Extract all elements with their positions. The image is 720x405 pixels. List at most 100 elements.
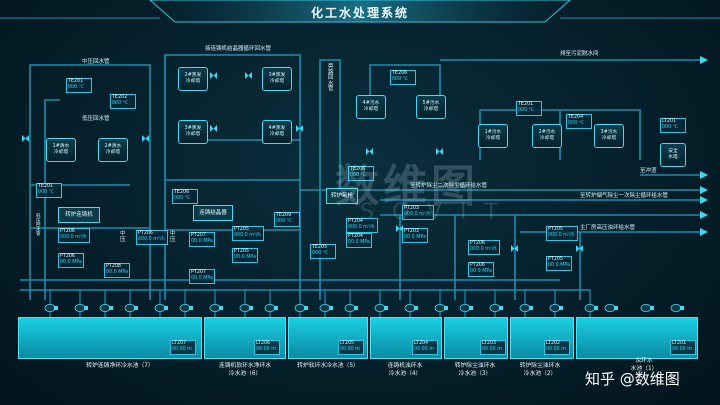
- cooling-tower-4[interactable]: 3#蒸发 冷却塔: [262, 67, 292, 91]
- cooling-tower-7[interactable]: 4#污水 冷却塔: [356, 95, 386, 119]
- pump-icon[interactable]: [519, 303, 533, 312]
- equipment-crystallizer[interactable]: 连铸结晶器: [193, 205, 233, 221]
- cooling-tower-9[interactable]: 1#污水 冷却塔: [478, 124, 508, 148]
- pump-icon[interactable]: [670, 303, 684, 312]
- pump-icon[interactable]: [44, 303, 58, 312]
- cooling-tower-1[interactable]: 1#清水 冷却塔: [46, 138, 76, 162]
- cooling-tower-11[interactable]: 3#污水 冷却塔: [594, 124, 624, 148]
- safety-water-tower[interactable]: 安全 水塔: [660, 143, 686, 167]
- valve-icon[interactable]: [436, 148, 443, 155]
- basin-name-1: 浊环水 水池（1）: [630, 358, 658, 372]
- basin-name-5: 转炉软环水冷水池（5）: [297, 363, 359, 369]
- pipe-label-main-plant: 主厂房高压浊环给水管: [580, 225, 636, 231]
- pipe-label-mid-right: 中压: [170, 231, 176, 243]
- pipe-label-low-left: 低压回水管: [36, 214, 41, 237]
- pump-icon[interactable]: [604, 303, 618, 312]
- pipe-label-sewage: 排至污泥脱水间: [560, 51, 599, 57]
- valve-icon[interactable]: [576, 245, 583, 252]
- pump-icon[interactable]: [434, 303, 448, 312]
- watermark-sub: SOVIT: [360, 200, 516, 225]
- pump-icon[interactable]: [374, 303, 388, 312]
- cooling-tower-3[interactable]: 2#蒸发 冷却塔: [178, 67, 208, 91]
- valve-icon[interactable]: [296, 125, 303, 132]
- pump-icon[interactable]: [489, 303, 503, 312]
- pump-icon[interactable]: [179, 303, 193, 312]
- basin-6[interactable]: [204, 317, 286, 359]
- valve-icon[interactable]: [366, 148, 373, 155]
- pump-icon[interactable]: [404, 303, 418, 312]
- cooling-tower-8[interactable]: 5#污水 冷却塔: [416, 95, 446, 119]
- page-title: 化工水处理系统: [310, 6, 409, 20]
- pump-icon[interactable]: [154, 303, 168, 312]
- cooling-tower-2[interactable]: 2#清水 冷却塔: [98, 138, 128, 162]
- pump-icon[interactable]: [549, 303, 563, 312]
- equipment-converter-caster[interactable]: 转炉连铸机: [58, 207, 100, 223]
- pump-icon[interactable]: [344, 303, 358, 312]
- pump-icon[interactable]: [74, 303, 88, 312]
- valve-icon[interactable]: [245, 72, 252, 79]
- pump-icon[interactable]: [459, 303, 473, 312]
- pump-icon[interactable]: [584, 303, 598, 312]
- pump-icon[interactable]: [294, 303, 308, 312]
- valve-icon[interactable]: [142, 135, 149, 142]
- cooling-tower-10[interactable]: 2#污水 冷却塔: [532, 124, 562, 148]
- pump-icon[interactable]: [319, 303, 333, 312]
- pump-icon[interactable]: [239, 303, 253, 312]
- equipment-oxygen-lance[interactable]: 转炉氧枪: [326, 188, 358, 204]
- valve-icon[interactable]: [396, 225, 403, 232]
- cooling-tower-5[interactable]: 3#蒸发 冷却塔: [178, 120, 208, 144]
- credit-text: 知乎 @数维图: [585, 370, 680, 388]
- basin-name-2: 转炉除尘浊环水 冷水池（2）: [519, 363, 561, 377]
- pump-icon[interactable]: [640, 303, 654, 312]
- pump-icon[interactable]: [99, 303, 113, 312]
- valve-icon[interactable]: [22, 135, 29, 142]
- pipe-label-low-return: 低压回水管: [82, 116, 110, 122]
- valve-icon[interactable]: [210, 125, 217, 132]
- watermark: 数维图: [335, 161, 479, 212]
- pipe-label-cast-machine-return: 接连铸机结晶器循环回水管: [205, 46, 272, 52]
- pipe-label-bypass-return: 旁路回水管: [328, 64, 334, 92]
- pump-icon[interactable]: [264, 303, 278, 312]
- cooling-tower-6[interactable]: 4#蒸发 冷却塔: [262, 120, 292, 144]
- valve-icon[interactable]: [210, 72, 217, 79]
- pump-icon[interactable]: [209, 303, 223, 312]
- pump-icon[interactable]: [124, 303, 138, 312]
- valve-icon[interactable]: [511, 245, 518, 252]
- pipe-label-denitration: 至冲渣: [640, 168, 657, 174]
